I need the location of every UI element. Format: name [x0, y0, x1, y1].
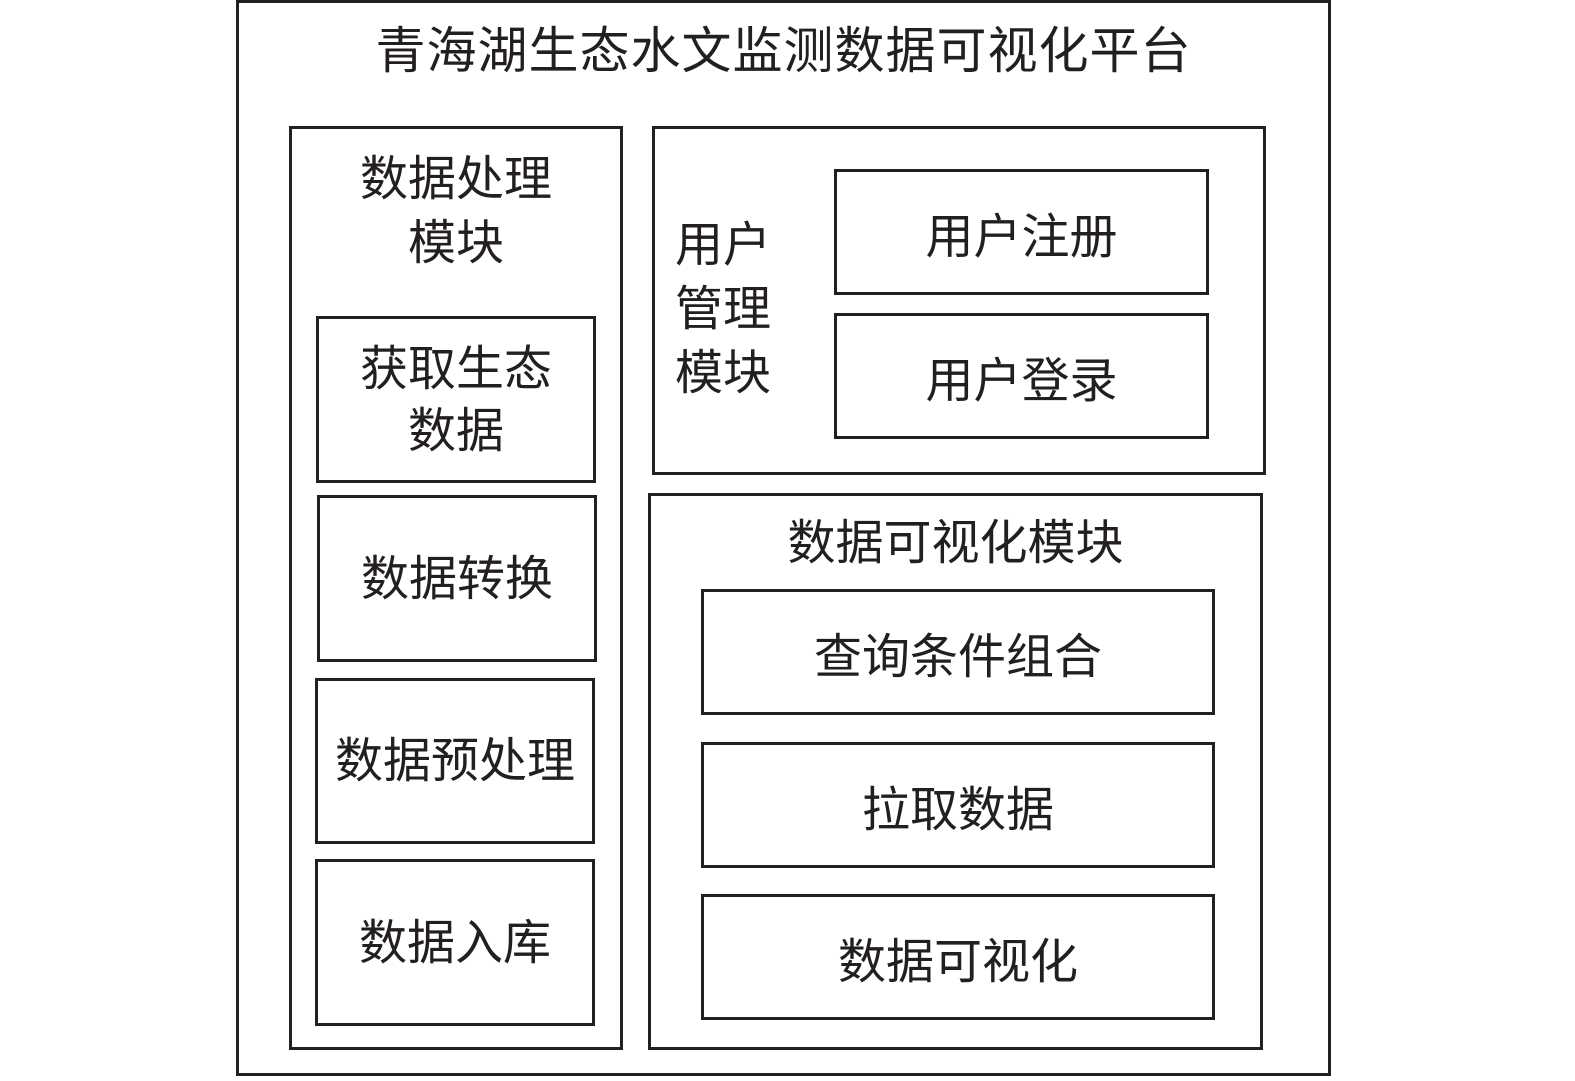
item-fetch-data: 拉取数据 — [701, 742, 1215, 868]
step-data-preprocessing: 数据预处理 — [315, 678, 595, 844]
user-management-module-title: 用户 管理 模块 — [675, 217, 772, 401]
platform-title: 青海湖生态水文监测数据可视化平台 — [375, 22, 1192, 80]
step-data-conversion: 数据转换 — [317, 495, 597, 662]
item-data-visualization: 数据可视化 — [701, 894, 1215, 1020]
data-processing-module-title: 数据处理 模块 — [359, 151, 552, 271]
step-acquire-ecological-data: 获取生态 数据 — [316, 316, 596, 483]
step-data-storage: 数据入库 — [315, 859, 595, 1026]
item-query-conditions: 查询条件组合 — [701, 589, 1215, 715]
data-processing-module: 数据处理 模块 获取生态 数据 数据转换 数据预处理 数据入库 — [289, 126, 623, 1050]
item-user-registration: 用户注册 — [834, 169, 1209, 295]
data-visualization-module: 数据可视化模块 查询条件组合 拉取数据 数据可视化 — [648, 493, 1263, 1050]
item-user-login: 用户登录 — [834, 313, 1209, 439]
user-management-module: 用户 管理 模块 用户注册 用户登录 — [652, 126, 1266, 475]
data-visualization-module-title: 数据可视化模块 — [787, 515, 1124, 571]
platform-frame: 青海湖生态水文监测数据可视化平台 数据处理 模块 获取生态 数据 数据转换 数据… — [236, 0, 1331, 1076]
